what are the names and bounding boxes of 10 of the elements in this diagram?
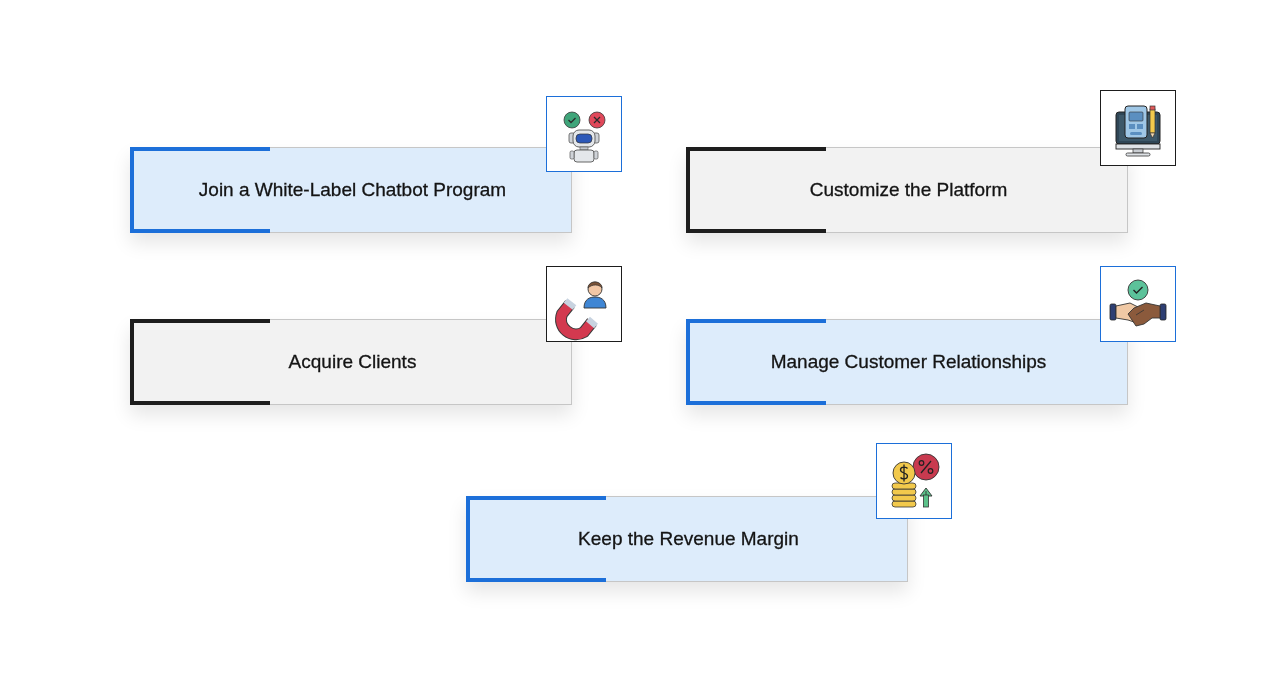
step-box bbox=[686, 147, 1128, 233]
step-box bbox=[130, 147, 572, 233]
step-label: Keep the Revenue Margin bbox=[578, 528, 799, 550]
step-label: Manage Customer Relationships bbox=[770, 351, 1047, 373]
step-label: Join a White-Label Chatbot Program bbox=[198, 179, 507, 201]
step-box bbox=[686, 319, 1128, 405]
step-label: Acquire Clients bbox=[288, 351, 417, 373]
step-box bbox=[466, 496, 908, 582]
step-label: Customize the Platform bbox=[809, 179, 1008, 201]
step-box bbox=[130, 319, 572, 405]
